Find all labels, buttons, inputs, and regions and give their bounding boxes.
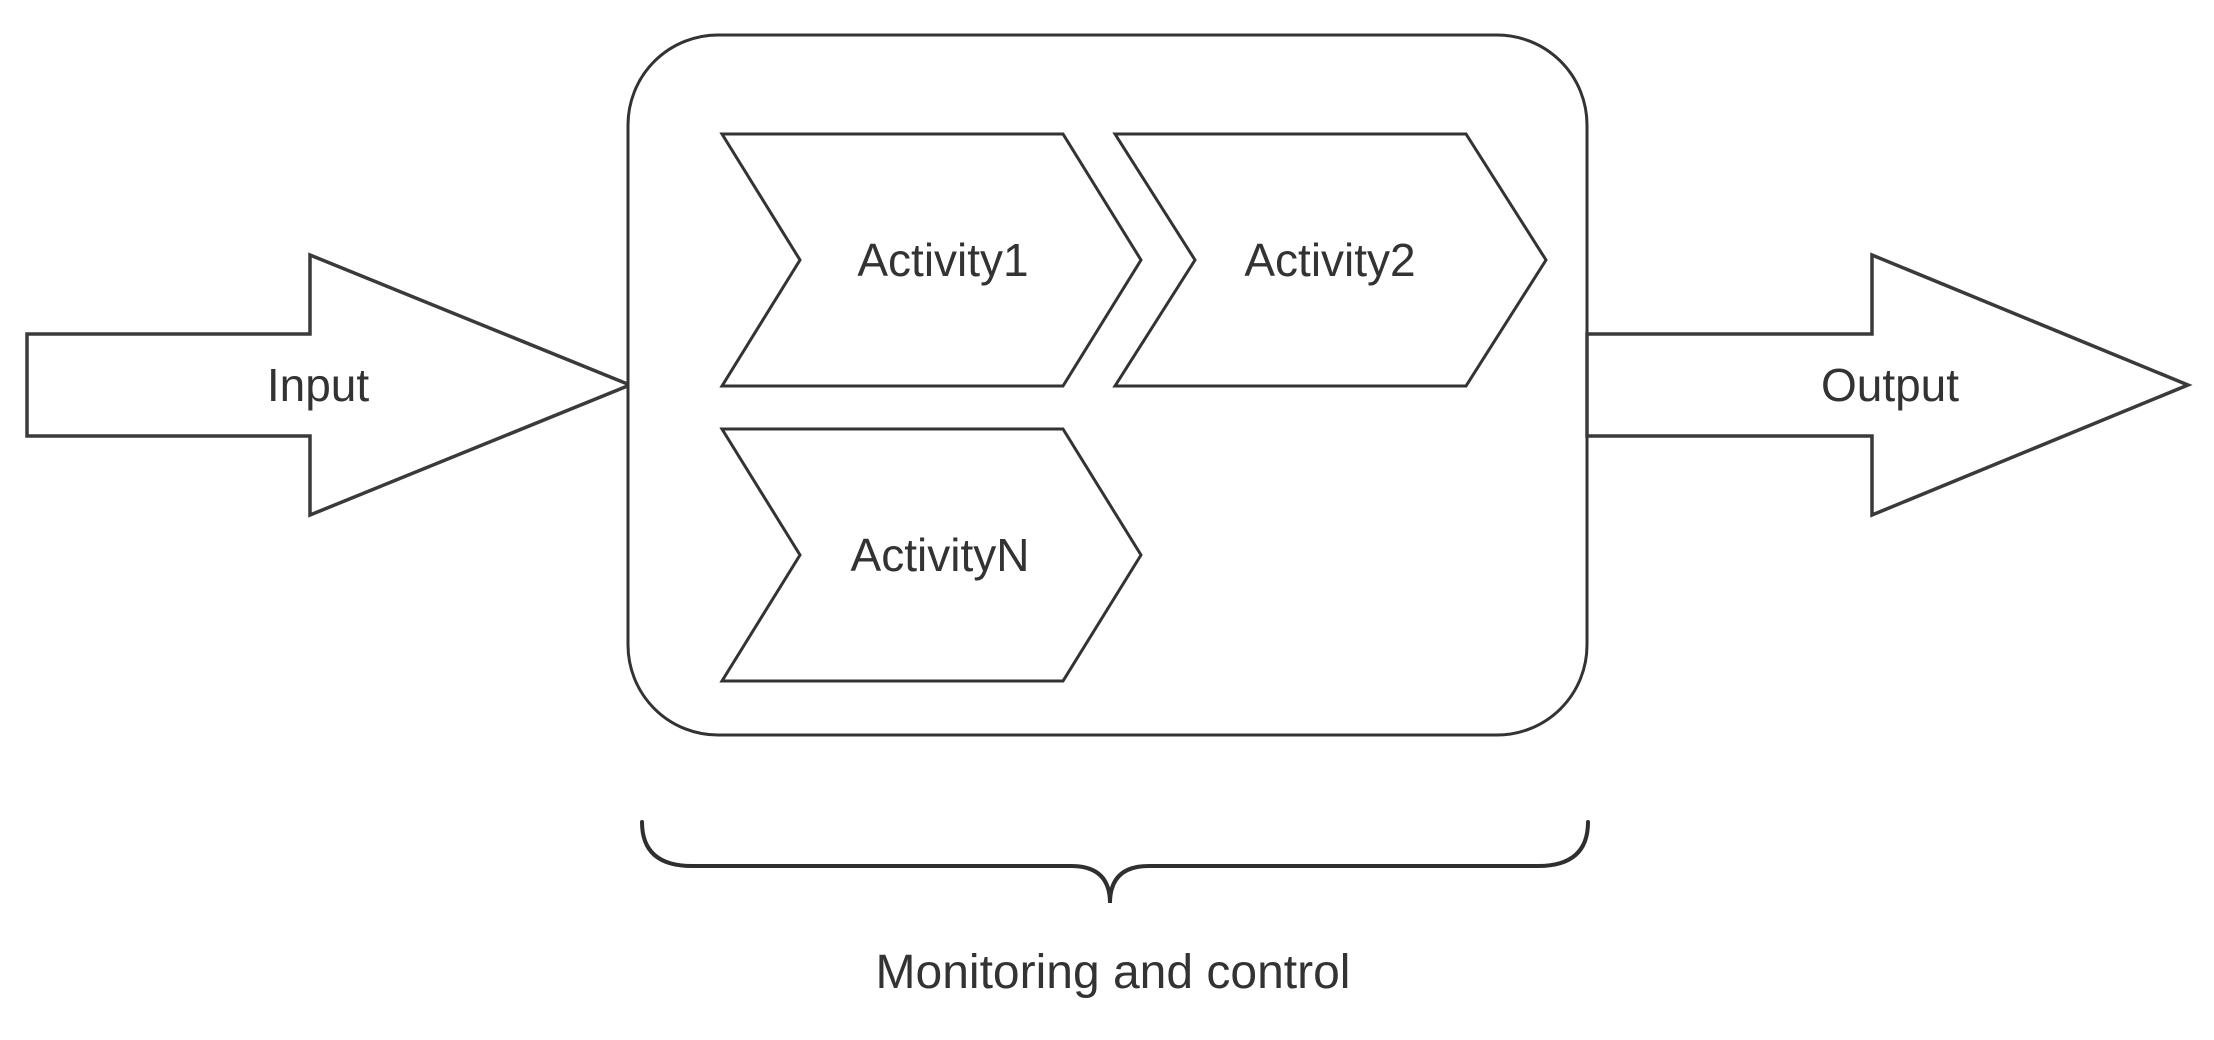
- input-arrow: [25, 252, 635, 518]
- curly-brace: [640, 820, 1590, 904]
- activityn-label: ActivityN: [851, 529, 1030, 581]
- activityn-chevron: [719, 427, 1143, 683]
- activity2-label: Activity2: [1244, 234, 1415, 286]
- container-caption: Monitoring and control: [876, 946, 1351, 999]
- output-arrow-label: Output: [1821, 359, 1959, 411]
- activity1-chevron: [719, 132, 1143, 388]
- activity2-chevron: [1112, 132, 1548, 388]
- input-arrow-label: Input: [267, 359, 370, 411]
- output-arrow: [1585, 252, 2193, 518]
- activity1-label: Activity1: [857, 234, 1028, 286]
